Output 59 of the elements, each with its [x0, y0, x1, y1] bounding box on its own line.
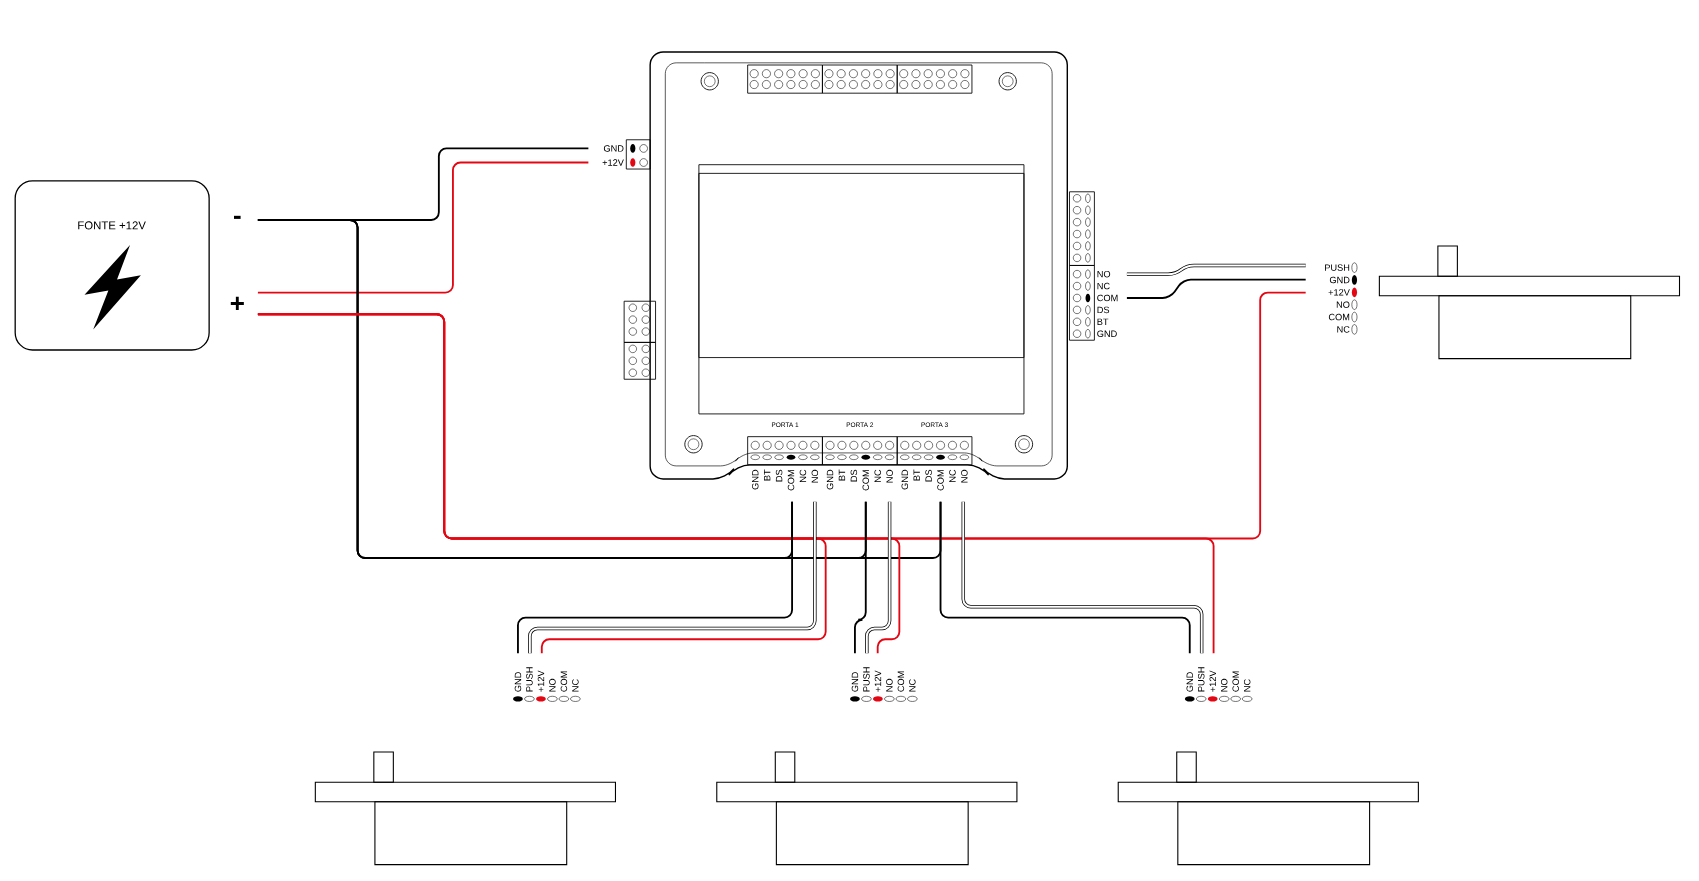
power-supply-box: FONTE +12V — [14, 180, 210, 351]
terminal-label: COM — [787, 470, 795, 491]
terminal-label: PUSH — [526, 667, 533, 692]
terminal-label: GND — [752, 469, 759, 490]
terminal-label: NO — [886, 469, 893, 483]
terminal-label: COM — [862, 470, 869, 491]
terminal-label: COM — [1097, 294, 1118, 302]
wire — [1125, 263, 1307, 276]
wire — [1126, 278, 1307, 299]
wire — [865, 500, 892, 655]
terminal-label: NO — [886, 678, 893, 692]
terminal-label: GND — [826, 469, 834, 490]
terminal-label: COM — [937, 470, 944, 491]
terminal-label: DS — [850, 469, 858, 482]
polarity-sign: + — [230, 296, 244, 311]
terminal-label: DS — [925, 469, 932, 482]
terminal-label: +12V — [1209, 670, 1216, 692]
terminal-label: DS — [1097, 306, 1110, 314]
terminal-label: +12V — [874, 670, 882, 692]
terminal-label: NO — [549, 678, 556, 692]
terminal-label: NO — [961, 469, 968, 483]
terminal-label: COM — [897, 671, 905, 692]
terminal-label: PUSH — [863, 667, 870, 692]
terminal-label: NC — [874, 469, 881, 482]
terminal-label: PUSH — [1198, 667, 1205, 692]
terminal-label: GND — [901, 469, 909, 490]
terminal-label: NC — [1097, 282, 1110, 290]
terminal-label: GND — [1186, 672, 1193, 692]
terminal-label: DS — [775, 469, 783, 482]
terminal-label: GND — [603, 145, 624, 152]
terminal-label: NC — [572, 679, 579, 692]
terminal-label: NC — [1243, 679, 1251, 692]
terminal-label: COM — [1232, 671, 1239, 692]
terminal-label: BT — [764, 469, 771, 481]
terminal-label: NC — [799, 469, 807, 482]
terminal-label: GND — [1329, 276, 1350, 284]
polarity-sign: - — [234, 215, 241, 219]
terminal-label: COM — [1328, 313, 1350, 321]
wire — [256, 313, 1215, 655]
wire — [854, 500, 867, 655]
terminal-label: PUSH — [1325, 264, 1350, 271]
terminal-label: NC — [909, 679, 916, 692]
terminal-label: NO — [1336, 301, 1350, 308]
terminal-label: NO — [811, 469, 819, 483]
terminal-label: BT — [1097, 318, 1109, 325]
terminal-label: BT — [913, 469, 920, 481]
terminal-label: BT — [838, 469, 846, 481]
terminal-label: NO — [1097, 270, 1111, 278]
terminal-label: COM — [560, 671, 568, 692]
terminal-label: NC — [949, 469, 956, 482]
terminal-label: GND — [514, 672, 522, 692]
terminal-label: +12V — [1328, 289, 1350, 296]
terminal-label: NO — [1220, 678, 1228, 692]
terminal-label: GND — [1097, 330, 1117, 338]
terminal-label: +12V — [602, 159, 624, 166]
terminal-label: GND — [851, 672, 859, 692]
terminal-label: NC — [1337, 326, 1350, 333]
wire — [256, 161, 590, 294]
terminal-label: +12V — [537, 670, 545, 692]
